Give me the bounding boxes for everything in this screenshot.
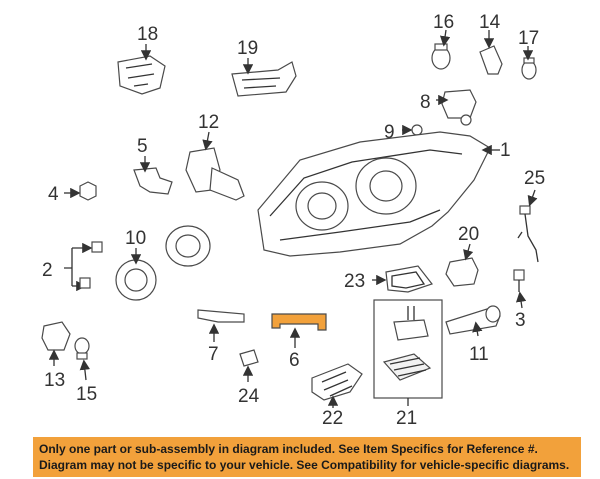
callout-17: 17 — [518, 28, 539, 49]
callout-23: 23 — [344, 271, 365, 292]
disclaimer-line-1: Only one part or sub-assembly in diagram… — [39, 442, 538, 456]
part-25-harness: 25 — [517, 168, 545, 263]
part-9-grommet: 9 — [384, 122, 423, 143]
callout-21: 21 — [396, 408, 417, 429]
part-21-assembly: 21 — [373, 299, 443, 429]
part-7-bracket: 7 — [197, 309, 245, 365]
callout-15: 15 — [76, 384, 97, 405]
part-22-cover: 22 — [311, 363, 363, 429]
disclaimer-banner: Only one part or sub-assembly in diagram… — [33, 437, 581, 477]
part-6-shape — [271, 313, 327, 331]
callout-16: 16 — [433, 12, 454, 33]
callout-11: 11 — [469, 344, 489, 365]
part-cap — [165, 225, 211, 267]
callout-12: 12 — [198, 112, 219, 133]
part-14-socket: 14 — [479, 12, 503, 75]
callout-22: 22 — [322, 408, 343, 429]
part-3-bolt: 3 — [513, 269, 527, 331]
part-19-bracket: 19 — [231, 38, 297, 97]
callout-1: 1 — [500, 140, 511, 161]
callout-10: 10 — [125, 228, 146, 249]
part-1-headlamp: 1 — [257, 131, 511, 257]
callout-24: 24 — [238, 386, 260, 407]
callout-19: 19 — [237, 38, 258, 59]
part-10-ring: 10 — [115, 228, 157, 301]
callout-7: 7 — [208, 344, 219, 365]
callout-6: 6 — [289, 350, 300, 371]
callout-20: 20 — [458, 224, 479, 245]
part-13-socket: 13 — [41, 321, 71, 391]
callout-4: 4 — [48, 184, 59, 205]
parts-diagram: 18 19 16 14 17 8 9 — [41, 12, 545, 429]
part-20-module: 20 — [445, 224, 479, 287]
part-8-socket: 8 — [420, 89, 477, 126]
callout-13: 13 — [44, 370, 65, 391]
part-16-bulb: 16 — [431, 12, 454, 70]
part-12-bulb: 12 — [185, 112, 245, 201]
disclaimer-line-2: Diagram may not be specific to your vehi… — [39, 458, 570, 472]
callout-5: 5 — [137, 136, 148, 157]
part-24-clip: 24 — [238, 349, 260, 407]
callout-2: 2 — [42, 260, 53, 281]
part-11-bulb: 11 — [445, 305, 501, 365]
callout-14: 14 — [479, 12, 501, 33]
callout-8: 8 — [420, 92, 431, 113]
part-17-bulb: 17 — [518, 28, 539, 80]
part-6-highlighted: 6 — [271, 313, 327, 371]
callout-9: 9 — [384, 122, 395, 143]
callout-3: 3 — [515, 310, 526, 331]
part-15-bulb: 15 — [74, 337, 97, 405]
part-18-bracket: 18 — [117, 24, 166, 95]
part-5-bracket: 5 — [133, 136, 173, 195]
part-4-nut: 4 — [48, 181, 97, 205]
callout-25: 25 — [524, 168, 545, 189]
part-2-screws: 2 — [42, 241, 103, 292]
part-23-gasket: 23 — [344, 265, 433, 293]
callout-18: 18 — [137, 24, 158, 45]
